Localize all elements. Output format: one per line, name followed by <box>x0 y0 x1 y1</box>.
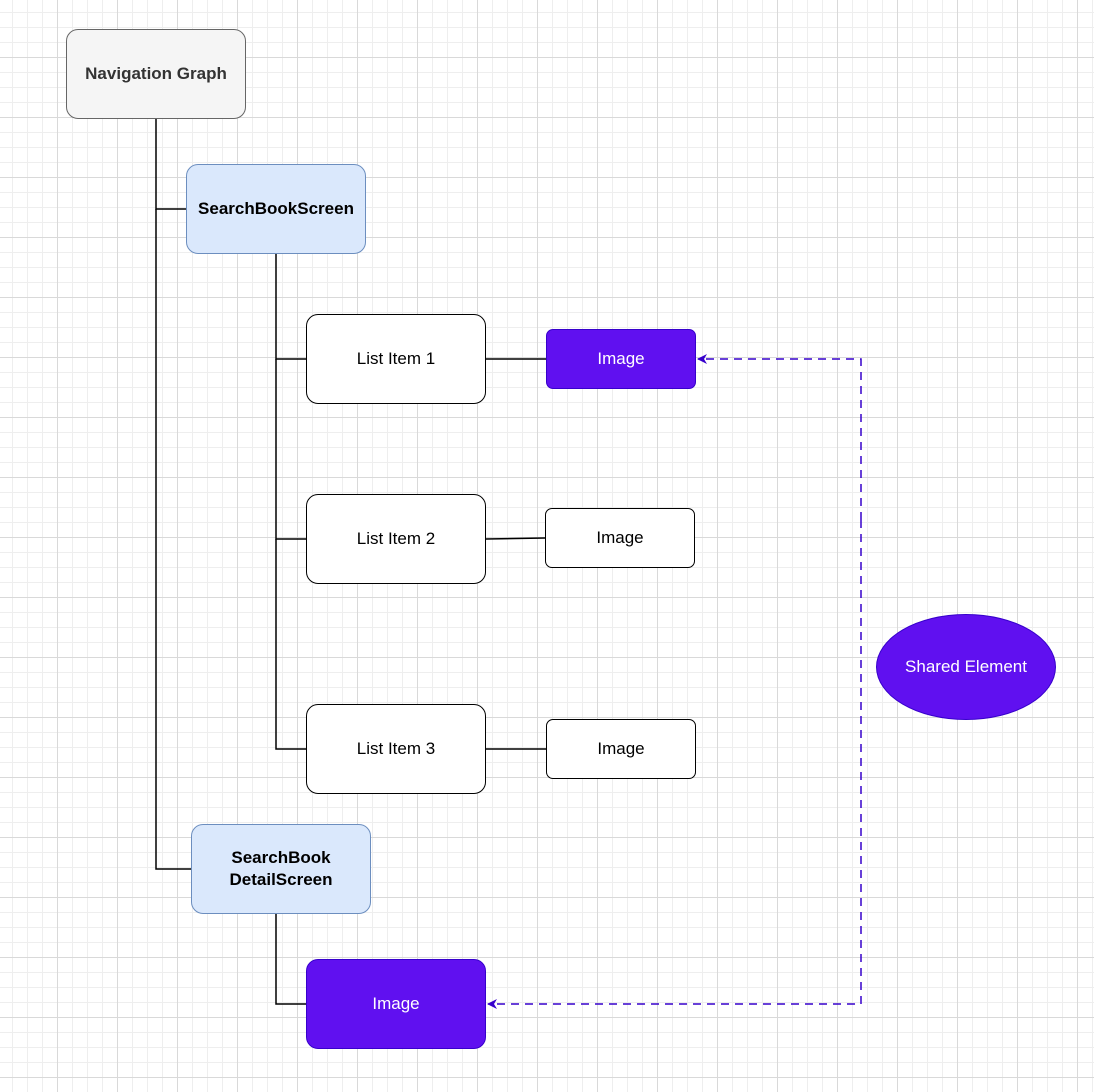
shared-element-arrow-to-list-image <box>697 354 862 520</box>
list-item-2-image-label: Image <box>596 528 644 547</box>
edge-screen-to-list-item-1 <box>275 254 306 360</box>
list-item-2-label: List Item 2 <box>356 529 436 548</box>
edge-graph-to-detailscreen <box>155 209 191 870</box>
shared-element-label: Shared Element <box>905 657 1027 676</box>
search-book-screen-node[interactable]: SearchBookScreen <box>186 164 366 254</box>
detail-image-label: Image <box>372 994 420 1013</box>
edge-list-item-2-to-image <box>485 537 546 540</box>
list-item-1-image-node[interactable]: Image <box>546 329 696 389</box>
list-item-1-image-label: Image <box>597 349 645 368</box>
shared-element-node[interactable]: Shared Element <box>876 614 1056 720</box>
list-item-3-label: List Item 3 <box>356 739 436 758</box>
list-item-2-image-node[interactable]: Image <box>545 508 695 568</box>
list-item-3-image-node[interactable]: Image <box>546 719 696 779</box>
edge-screen-to-list-item-3 <box>275 539 306 750</box>
navigation-graph-label: Navigation Graph <box>85 64 227 83</box>
list-item-1-node[interactable]: List Item 1 <box>306 314 486 404</box>
edge-graph-to-searchbookscreen <box>155 119 186 210</box>
detail-image-node[interactable]: Image <box>306 959 486 1049</box>
list-item-2-node[interactable]: List Item 2 <box>306 494 486 584</box>
list-item-1-label: List Item 1 <box>356 349 436 368</box>
edge-detailscreen-to-image <box>275 914 306 1005</box>
navigation-graph-node[interactable]: Navigation Graph <box>66 29 246 119</box>
search-book-screen-label: SearchBookScreen <box>198 199 354 218</box>
search-book-detail-screen-node[interactable]: SearchBook DetailScreen <box>191 824 371 914</box>
edge-screen-to-list-item-2 <box>275 359 306 540</box>
list-item-3-node[interactable]: List Item 3 <box>306 704 486 794</box>
list-item-3-image-label: Image <box>597 739 645 758</box>
search-book-detail-screen-label: SearchBook DetailScreen <box>229 848 333 889</box>
